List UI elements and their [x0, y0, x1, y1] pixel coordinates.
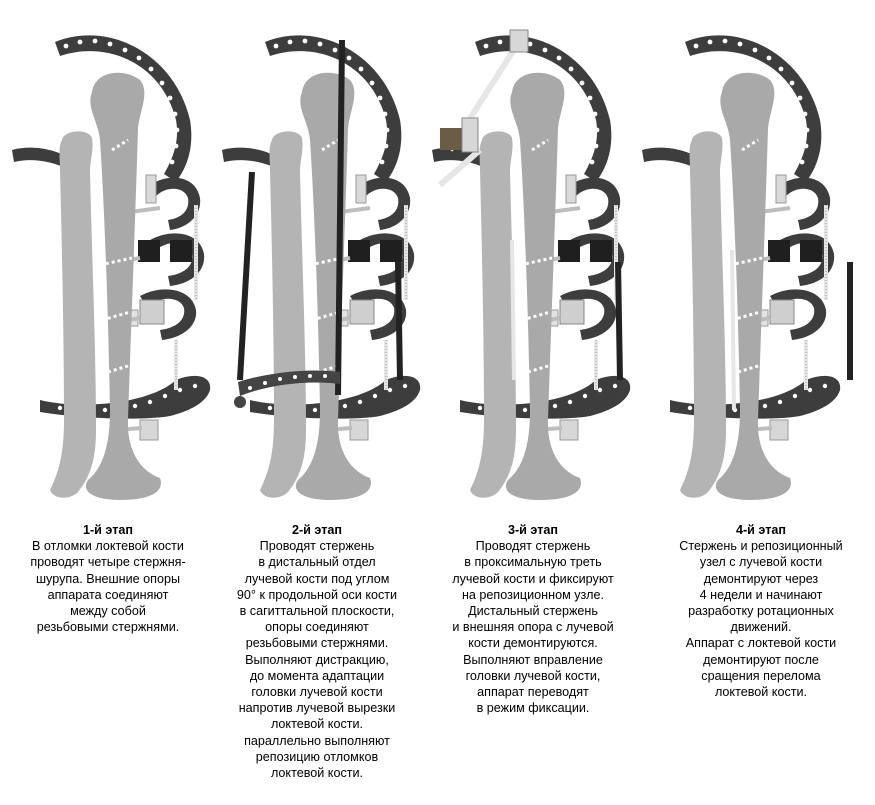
stage-2-line: локтевой кости. — [212, 716, 422, 732]
stage-4-line: Стержень и репозиционный — [652, 538, 870, 554]
stage-1-line: между собой — [3, 603, 213, 619]
stage-1-line: аппарата соединяют — [3, 587, 213, 603]
stage-2-line: в сагиттальной плоскости, — [212, 603, 422, 619]
stage-4-line: демонтируют после — [652, 652, 870, 668]
stage-3-line: Выполняют вправление — [428, 652, 638, 668]
stage-4-line: сращения перелома — [652, 668, 870, 684]
stage-3-line: Проводят стержень — [428, 538, 638, 554]
stage-3-line: и внешняя опора с лучевой — [428, 619, 638, 635]
stage-2-line: Выполняют дистракцию, — [212, 652, 422, 668]
stage-1-line: В отломки локтевой кости — [3, 538, 213, 554]
stage-2-line: до момента адаптации — [212, 668, 422, 684]
stage-2-line: напротив лучевой вырезки — [212, 700, 422, 716]
stage-3-line: лучевой кости и фиксируют — [428, 571, 638, 587]
stage-4-line: демонтируют через — [652, 571, 870, 587]
stage-3-line: на репозиционном узле. — [428, 587, 638, 603]
stage-2-caption: 2-й этап Проводят стержень в дистальный … — [212, 522, 422, 781]
stage-2-line: репозицию отломков — [212, 749, 422, 765]
stage-4-line: Аппарат с локтевой кости — [652, 635, 870, 651]
stage-4-illustration — [642, 35, 850, 500]
stage-2-line: лучевой кости под углом — [212, 571, 422, 587]
stage-2-line: Проводят стержень — [212, 538, 422, 554]
stage-3-line: в проксимальную треть — [428, 554, 638, 570]
stage-1-caption: 1-й этап В отломки локтевой кости провод… — [3, 522, 213, 635]
stage-2-illustration — [222, 35, 420, 500]
stage-3-title: 3-й этап — [428, 522, 638, 538]
stage-4-line: локтевой кости. — [652, 684, 870, 700]
stage-4-caption: 4-й этап Стержень и репозиционный узел с… — [652, 522, 870, 700]
stage-1-line: шурупа. Внешние опоры — [3, 571, 213, 587]
stage-3-line: кости демонтируются. — [428, 635, 638, 651]
stage-1-title: 1-й этап — [3, 522, 213, 538]
stage-1-line: резьбовыми стержнями. — [3, 619, 213, 635]
stage-2-line: опоры соединяют — [212, 619, 422, 635]
stage-4-line: разработку ротационных — [652, 603, 870, 619]
stage-3-line: головки лучевой кости, — [428, 668, 638, 684]
stage-3-line: Дистальный стержень — [428, 603, 638, 619]
stage-2-line: локтевой кости. — [212, 765, 422, 781]
stage-2-line: параллельно выполняют — [212, 733, 422, 749]
stages-illustration — [0, 0, 875, 510]
stage-2-line: резьбовыми стержнями. — [212, 635, 422, 651]
stage-4-title: 4-й этап — [652, 522, 870, 538]
stage-4-line: 4 недели и начинают — [652, 587, 870, 603]
stage-2-title: 2-й этап — [212, 522, 422, 538]
stage-3-line: в режим фиксации. — [428, 700, 638, 716]
stage-2-line: головки лучевой кости — [212, 684, 422, 700]
stage-2-line: 90° к продольной оси кости — [212, 587, 422, 603]
stage-3-line: аппарат переводят — [428, 684, 638, 700]
stage-2-line: в дистальный отдел — [212, 554, 422, 570]
stage-1-line: проводят четыре стержня- — [3, 554, 213, 570]
stage-1-illustration — [12, 35, 210, 500]
stage-4-line: узел с лучевой кости — [652, 554, 870, 570]
stage-4-line: движений. — [652, 619, 870, 635]
stage-3-illustration — [432, 30, 630, 500]
stage-3-caption: 3-й этап Проводят стержень в проксимальн… — [428, 522, 638, 716]
